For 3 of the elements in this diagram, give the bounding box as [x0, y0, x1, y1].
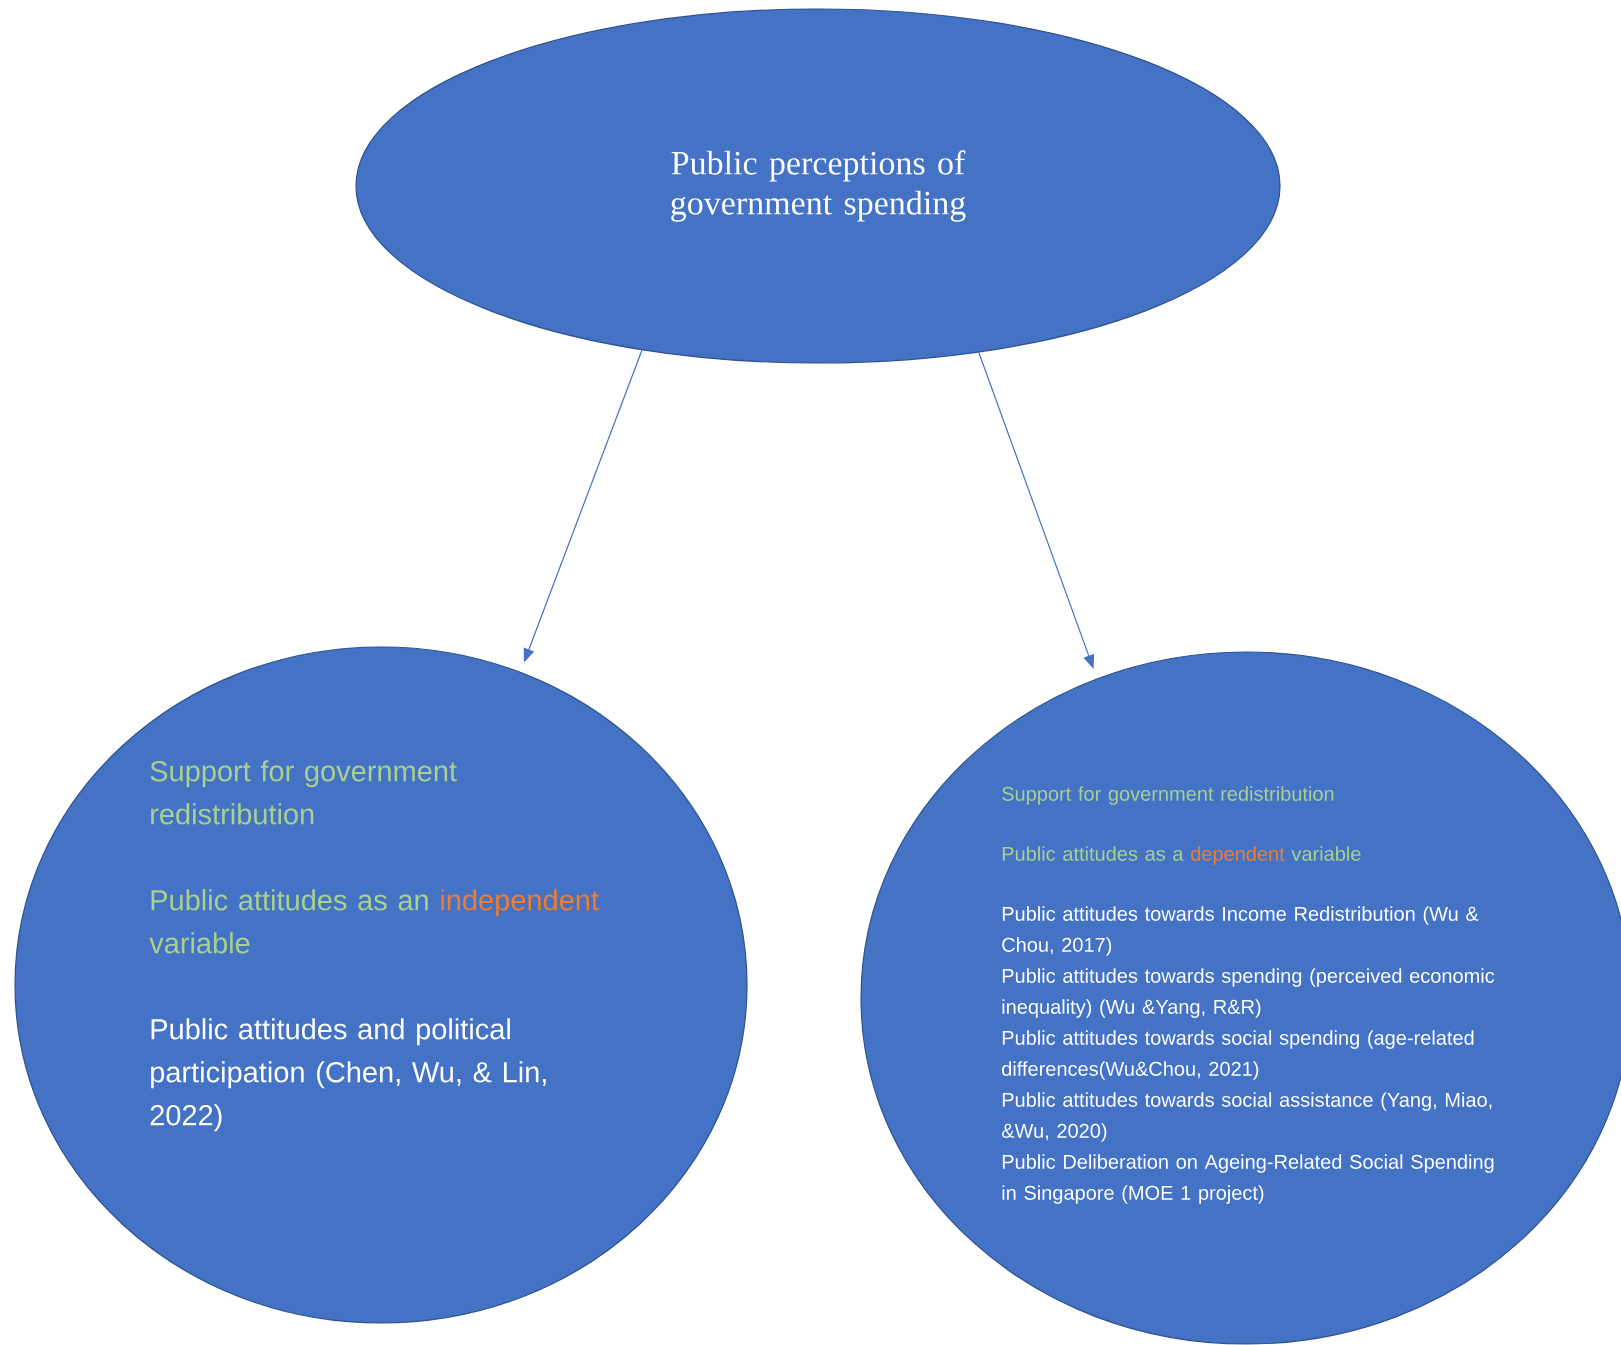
ellipse-node: Support for government redistribution Public attitudes as an independent variable Public attitudes and political participation (Chen, Wu, & Lin, 2022): [14, 646, 748, 1324]
ellipse-node: Public perceptions of government spending: [355, 8, 1281, 364]
ellipse-node: Support for government redistribution Public attitudes as a dependent variable Public attitudes towards Income Redistribution (Wu & Chou, 2017) Public attitudes towards spending (perceived economic inequality) (Wu &Yang, R&R) Public attitudes towards social spending (age-related differences(Wu&Chou, 2021) Public attitudes towards social assistance (Yang, Miao, &Wu, 2020) Public Deliberation on Ageing-Related Social Spending in Singapore (MOE 1 project): [860, 651, 1621, 1345]
